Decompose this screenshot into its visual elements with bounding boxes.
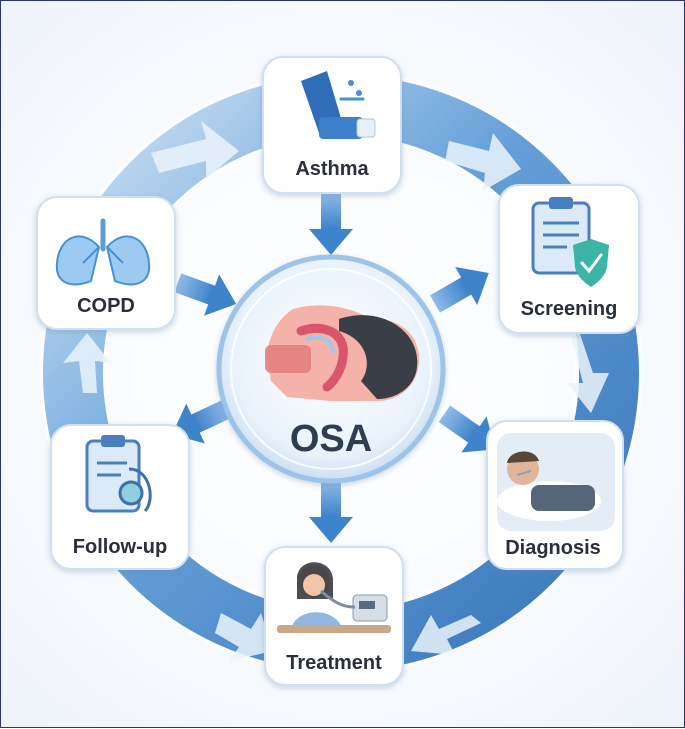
node-asthma: Asthma — [262, 56, 402, 194]
inhaler-icon — [301, 71, 376, 139]
screening-label: Screening — [521, 298, 618, 320]
lungs-icon — [55, 218, 151, 286]
clipboard-stethoscope-icon — [85, 435, 152, 513]
sleep-study-patient-icon — [497, 433, 615, 531]
node-diagnosis: Diagnosis — [486, 420, 624, 570]
center-osa: OSA — [216, 254, 446, 484]
followup-label: Follow-up — [73, 536, 167, 558]
node-screening: Screening — [498, 184, 640, 334]
node-copd: COPD — [36, 196, 176, 330]
node-followup: Follow-up — [50, 424, 190, 570]
clipboard-shield-icon — [531, 197, 609, 287]
node-treatment: Treatment — [264, 546, 404, 686]
center-label: OSA — [290, 418, 372, 460]
ring-flow-arrows — [63, 121, 609, 661]
treatment-label: Treatment — [286, 652, 382, 674]
cpap-patient-icon — [277, 562, 391, 633]
diagnosis-label: Diagnosis — [505, 537, 601, 559]
asthma-label: Asthma — [295, 158, 369, 180]
copd-label: COPD — [77, 295, 135, 317]
airway-head-icon — [265, 305, 420, 401]
